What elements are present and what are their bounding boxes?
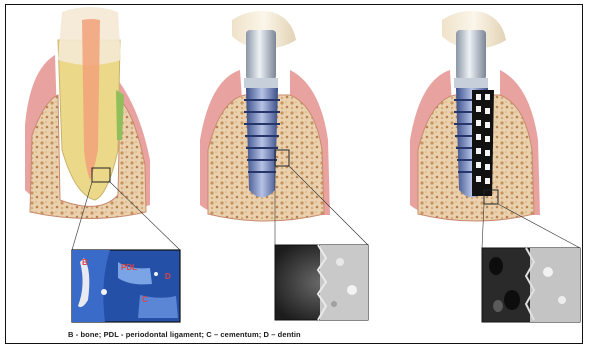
sem-inset [482,248,580,322]
label-b: B [82,258,88,267]
label-pdl: PDL [121,263,137,272]
porous-implant-panel [410,11,580,248]
implant-screw [246,88,278,198]
histology-inset [72,250,180,322]
porous-coating [472,90,494,196]
implant-panel [200,11,368,245]
natural-tooth-panel [25,7,180,250]
label-c: C [142,295,148,304]
abutment [456,30,486,80]
label-d: D [165,272,171,281]
sem-inset [275,245,368,320]
figure-caption: B - bone; PDL - periodontal ligament; C … [68,330,301,339]
abutment [246,30,276,80]
